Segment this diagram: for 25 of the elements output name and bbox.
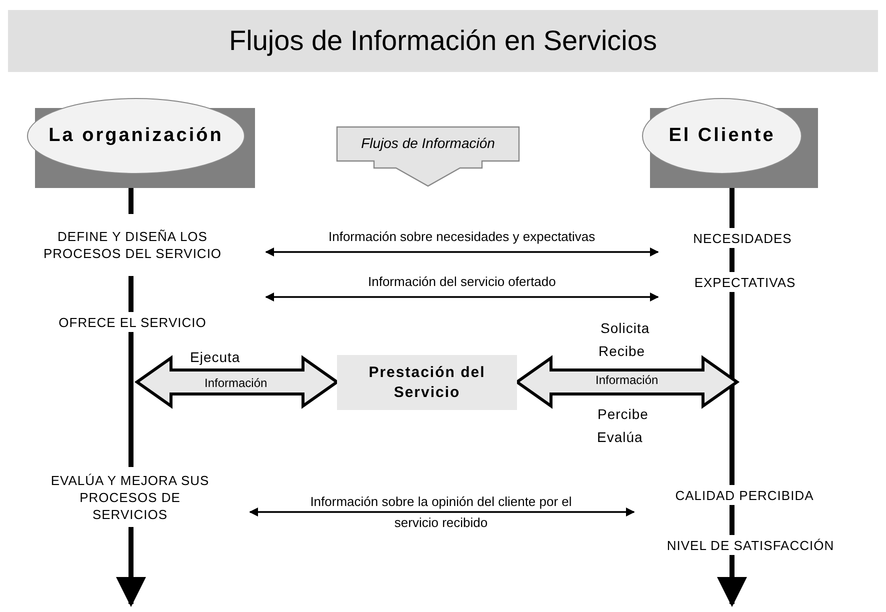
block-arrow: [134, 355, 340, 409]
arrow: [265, 292, 659, 302]
flow-caption: Ejecuta: [190, 349, 240, 365]
title-banner: Flujos de Información en Servicios: [8, 10, 878, 72]
arrow: [249, 508, 635, 516]
timeline-line: [128, 188, 134, 214]
flow-caption: Evalúa: [597, 429, 643, 445]
timeline-line: [128, 332, 134, 467]
edge-label: Información: [596, 373, 658, 387]
timeline-line: [730, 505, 734, 535]
edge-label: Información sobre la opinión del cliente por el servicio recibido: [309, 493, 573, 532]
flow-caption: Solicita: [600, 320, 650, 336]
block-arrow: [514, 355, 740, 409]
timeline-line: [730, 292, 734, 485]
process-box: Prestación del Servicio: [337, 355, 517, 410]
timeline-arrow: [116, 527, 146, 607]
timeline-arrow: [717, 555, 747, 607]
edge-label: Información: [204, 376, 268, 390]
arrow: [265, 248, 659, 256]
flow-caption: Recibe: [598, 343, 646, 359]
timeline-line: [730, 248, 734, 272]
timeline-line: [128, 276, 134, 312]
flow-caption: Percibe: [598, 406, 648, 422]
timeline-line: [730, 188, 734, 228]
callout-arrow: Flujos de Información: [335, 124, 521, 188]
